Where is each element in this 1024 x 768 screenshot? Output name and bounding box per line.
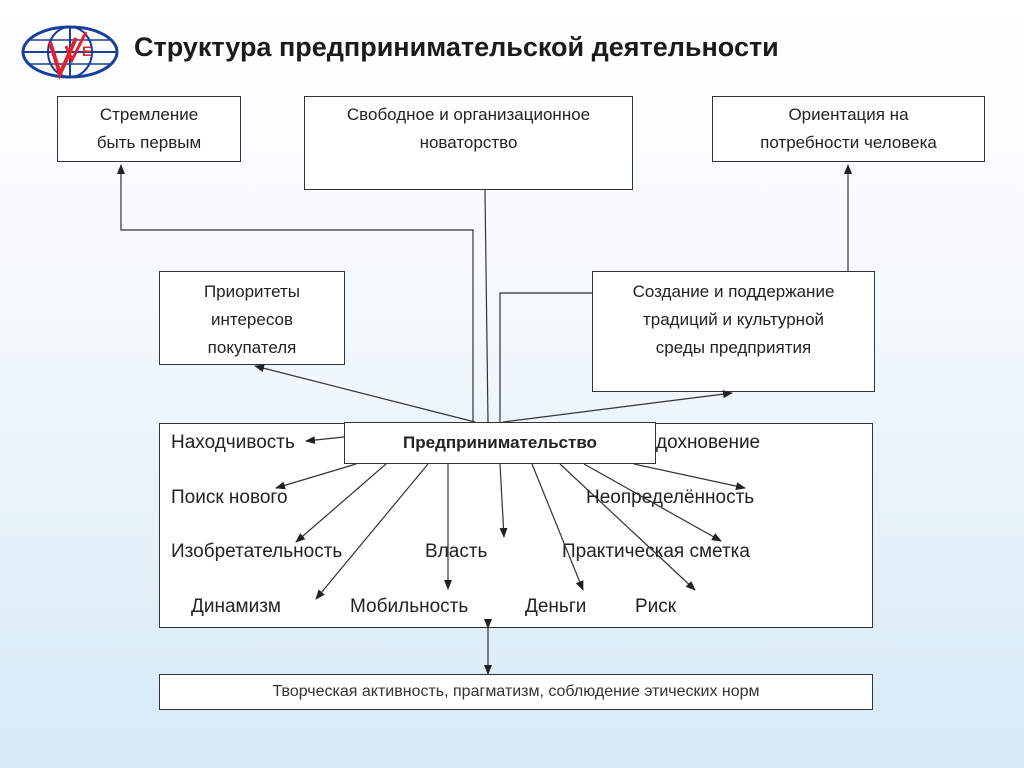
box-line: Свободное и организационное: [346, 105, 591, 124]
entrepreneurship-center-box: Предпринимательство: [344, 422, 656, 464]
term-mobility: Мобильность: [350, 596, 469, 617]
term-risk: Риск: [635, 596, 677, 617]
box-line: Создание и поддержание: [632, 282, 835, 301]
term-power: Власть: [425, 541, 488, 562]
connector-to-traditions: [502, 390, 733, 423]
box-line: потребности человека: [760, 133, 937, 152]
term-practical-wit: Практическая сметка: [562, 541, 750, 562]
box-line: быть первым: [96, 133, 202, 152]
term-inspiration: дохновение: [656, 432, 761, 453]
term-inventiveness: Изобретательность: [171, 541, 343, 562]
box-line: интересов: [210, 310, 294, 329]
traditions-culture-box: Создание и поддержание традиций и культу…: [592, 271, 875, 392]
box-line: Приоритеты: [203, 282, 301, 301]
term-dynamism: Динамизм: [191, 596, 281, 617]
box-line: Стремление: [99, 105, 199, 124]
connector-to-priorities: [254, 364, 476, 423]
connector-traditions-bracket: [499, 292, 592, 422]
box-line: покупателя: [207, 338, 297, 357]
box-line: Ориентация на: [788, 105, 909, 124]
globe-logo-icon: E: [21, 25, 119, 80]
bottom-summary-box: Творческая активность, прагматизм, соблю…: [159, 674, 873, 710]
page-title: Структура предпринимательской деятельнос…: [134, 32, 779, 62]
term-resourcefulness: Находчивость: [171, 432, 295, 453]
svg-text:E: E: [82, 43, 91, 59]
box-line: среды предприятия: [655, 338, 812, 357]
term-search-new: Поиск нового: [171, 487, 288, 508]
innovation-box: Свободное и организационное новаторство: [304, 96, 633, 190]
term-uncertainty: Неопределённость: [586, 487, 755, 508]
human-needs-box: Ориентация на потребности человека: [712, 96, 985, 162]
aspiration-first-box: Стремление быть первым: [57, 96, 241, 162]
term-money: Деньги: [525, 596, 587, 617]
customer-priorities-box: Приоритеты интересов покупателя: [159, 271, 345, 365]
box-line: традиций и культурной: [642, 310, 825, 329]
box-line: новаторство: [419, 133, 518, 152]
connector-to-novelty: [484, 189, 489, 423]
